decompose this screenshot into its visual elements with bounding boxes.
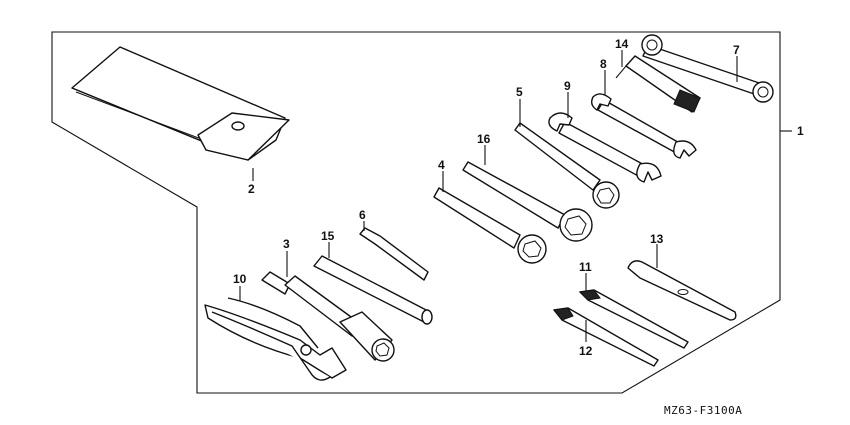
box-wrench <box>641 34 774 103</box>
open-end-wrench-8 <box>590 93 697 159</box>
part-label-5: 5 <box>516 85 523 99</box>
pliers <box>204 297 347 381</box>
phillips-screwdriver <box>553 307 659 367</box>
flat-screwdriver <box>578 289 689 349</box>
part-label-9: 9 <box>564 79 571 93</box>
part-label-10: 10 <box>233 272 247 286</box>
leader-lines <box>239 50 792 342</box>
part-label-13: 13 <box>650 232 664 246</box>
tool-handle <box>627 260 737 321</box>
hex-wrench-4 <box>433 187 547 264</box>
part-label-8: 8 <box>600 57 607 71</box>
part-label-3: 3 <box>283 237 290 251</box>
part-label-2: 2 <box>248 182 255 196</box>
drawing-code: MZ63-F3100A <box>664 404 742 417</box>
part-label-4: 4 <box>438 158 445 172</box>
extension-bar <box>313 255 433 325</box>
spark-plug-wrench <box>261 271 395 362</box>
hex-wrench-5 <box>514 122 620 209</box>
part-label-11: 11 <box>579 260 592 274</box>
hex-wrench-16 <box>462 161 593 242</box>
part-label-15: 15 <box>321 229 335 243</box>
kit-boundary <box>51 31 781 394</box>
hex-key <box>359 227 429 281</box>
tool-bag <box>71 46 290 161</box>
screwdriver-handle <box>615 55 701 113</box>
part-label-1: 1 <box>797 124 804 138</box>
part-label-6: 6 <box>359 208 366 222</box>
part-label-16: 16 <box>477 132 491 146</box>
part-label-7: 7 <box>733 43 740 57</box>
open-end-wrench-9 <box>548 112 662 183</box>
part-label-12: 12 <box>579 344 593 358</box>
part-label-14: 14 <box>615 37 629 51</box>
part-labels: 1 2 3 4 5 6 7 8 9 10 11 12 13 14 15 16 <box>233 37 804 358</box>
